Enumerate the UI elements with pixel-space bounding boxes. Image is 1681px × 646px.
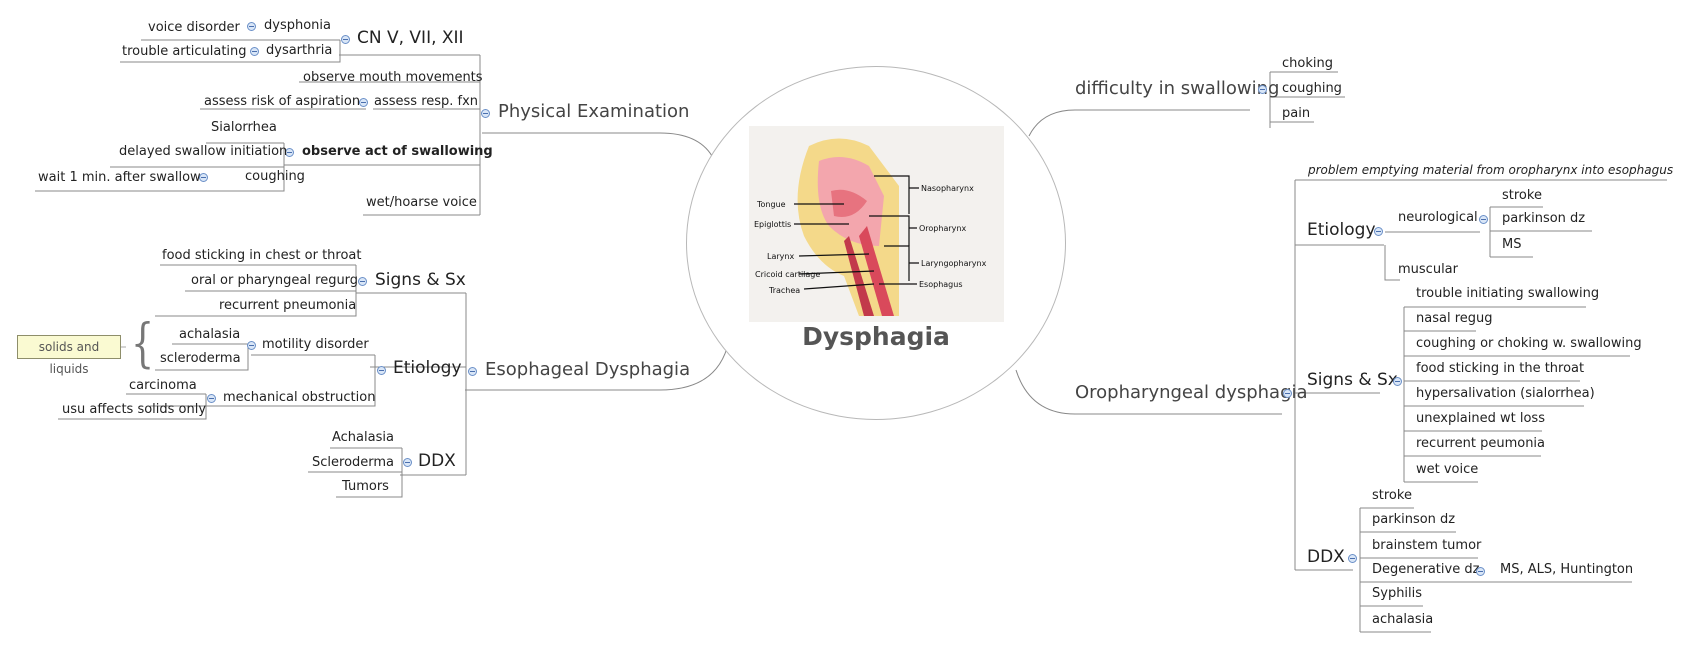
ddx-item[interactable]: parkinson dz bbox=[1372, 512, 1456, 527]
item-muscular[interactable]: muscular bbox=[1398, 262, 1458, 277]
sign-item[interactable]: trouble initiating swallowing bbox=[1416, 286, 1600, 301]
ddx-item[interactable]: Tumors bbox=[342, 479, 389, 494]
label-trachea: Trachea bbox=[768, 286, 800, 295]
item-stroke[interactable]: stroke bbox=[1502, 188, 1542, 203]
collapse-toggle-icon[interactable] bbox=[359, 98, 368, 107]
label-nasopharynx: Nasopharynx bbox=[921, 184, 974, 193]
sign-item[interactable]: unexplained wt loss bbox=[1416, 411, 1545, 426]
label-esophagus: Esophagus bbox=[919, 280, 962, 289]
label-tongue: Tongue bbox=[756, 200, 786, 209]
definition-text[interactable]: problem emptying material from oropharyn… bbox=[1308, 163, 1674, 177]
item-trouble-articulating[interactable]: trouble articulating bbox=[122, 44, 247, 59]
collapse-toggle-icon[interactable] bbox=[481, 109, 490, 118]
ddx-item[interactable]: brainstem tumor bbox=[1372, 538, 1482, 553]
item-mouth-movements[interactable]: observe mouth movements bbox=[303, 70, 483, 85]
collapse-toggle-icon[interactable] bbox=[1348, 554, 1357, 563]
subtopic-ddx[interactable]: DDX bbox=[1307, 547, 1345, 567]
collapse-toggle-icon[interactable] bbox=[247, 341, 256, 350]
collapse-toggle-icon[interactable] bbox=[468, 367, 477, 376]
item-sialorrhea[interactable]: Sialorrhea bbox=[211, 120, 277, 135]
ddx-item[interactable]: Degenerative dz bbox=[1372, 562, 1480, 577]
collapse-toggle-icon[interactable] bbox=[1283, 389, 1292, 398]
sign-item[interactable]: coughing or choking w. swallowing bbox=[1416, 336, 1642, 351]
item-coughing[interactable]: coughing bbox=[245, 169, 305, 184]
subtopic-etiology[interactable]: Etiology bbox=[1307, 220, 1376, 240]
label-epiglottis: Epiglottis bbox=[754, 220, 791, 229]
item-delayed-swallow[interactable]: delayed swallow initiation bbox=[119, 144, 288, 159]
collapse-toggle-icon[interactable] bbox=[377, 366, 386, 375]
topic-oropharyngeal-dysphagia[interactable]: Oropharyngeal dysphagia bbox=[1075, 382, 1308, 403]
item-wet-voice[interactable]: wet/hoarse voice bbox=[366, 195, 477, 210]
label-larynx: Larynx bbox=[767, 252, 794, 261]
sign-item[interactable]: nasal regug bbox=[1416, 311, 1493, 326]
item-observe-swallowing[interactable]: observe act of swallowing bbox=[302, 144, 493, 159]
sign-item[interactable]: wet voice bbox=[1416, 462, 1479, 477]
central-topic-title[interactable]: Dysphagia bbox=[802, 322, 950, 351]
collapse-toggle-icon[interactable] bbox=[1476, 567, 1485, 576]
collapse-toggle-icon[interactable] bbox=[403, 458, 412, 467]
collapse-toggle-icon[interactable] bbox=[341, 35, 350, 44]
topic-physical-examination[interactable]: Physical Examination bbox=[498, 101, 690, 122]
note-solids-liquids[interactable]: solids and liquids bbox=[17, 335, 121, 376]
label-cricoid: Cricoid cartilage bbox=[755, 270, 820, 279]
item-ms[interactable]: MS bbox=[1502, 237, 1522, 252]
sign-item[interactable]: recurrent peumonia bbox=[1416, 436, 1546, 451]
label-oropharynx: Oropharynx bbox=[919, 224, 966, 233]
collapse-toggle-icon[interactable] bbox=[247, 22, 256, 31]
subtopic-signs-sx[interactable]: Signs & Sx bbox=[375, 270, 466, 290]
sign-item[interactable]: hypersalivation (sialorrhea) bbox=[1416, 386, 1595, 401]
throat-anatomy-illustration: Tongue Epiglottis Larynx Cricoid cartila… bbox=[749, 126, 1004, 322]
collapse-toggle-icon[interactable] bbox=[250, 47, 259, 56]
item-carcinoma[interactable]: carcinoma bbox=[129, 378, 197, 393]
subtopic-etiology[interactable]: Etiology bbox=[393, 358, 462, 378]
item-coughing[interactable]: coughing bbox=[1282, 81, 1342, 96]
collapse-toggle-icon[interactable] bbox=[1374, 227, 1383, 236]
brace-icon: { bbox=[130, 314, 155, 374]
ddx-item[interactable]: Scleroderma bbox=[312, 455, 395, 470]
collapse-toggle-icon[interactable] bbox=[207, 394, 216, 403]
ddx-item[interactable]: Achalasia bbox=[332, 430, 394, 445]
item-neurological[interactable]: neurological bbox=[1398, 210, 1478, 225]
item-scleroderma[interactable]: scleroderma bbox=[160, 351, 241, 366]
ddx-item[interactable]: Syphilis bbox=[1372, 586, 1423, 601]
collapse-toggle-icon[interactable] bbox=[1258, 85, 1267, 94]
ddx-item[interactable]: stroke bbox=[1372, 488, 1412, 503]
sign-item[interactable]: food sticking in chest or throat bbox=[162, 248, 362, 263]
sign-item[interactable]: oral or pharyngeal regurg bbox=[191, 273, 359, 288]
item-pain[interactable]: pain bbox=[1282, 106, 1311, 121]
collapse-toggle-icon[interactable] bbox=[1393, 377, 1402, 386]
item-motility-disorder[interactable]: motility disorder bbox=[262, 337, 369, 352]
item-voice-disorder[interactable]: voice disorder bbox=[148, 20, 240, 35]
item-wait-after-swallow[interactable]: wait 1 min. after swallow bbox=[38, 170, 201, 185]
item-mechanical-obstruction[interactable]: mechanical obstruction bbox=[223, 390, 376, 405]
item-parkinson[interactable]: parkinson dz bbox=[1502, 211, 1586, 226]
item-choking[interactable]: choking bbox=[1282, 56, 1333, 71]
label-laryngopharynx: Laryngopharynx bbox=[921, 259, 987, 268]
subtopic-ddx[interactable]: DDX bbox=[418, 451, 456, 471]
collapse-toggle-icon[interactable] bbox=[199, 173, 208, 182]
collapse-toggle-icon[interactable] bbox=[358, 277, 367, 286]
collapse-toggle-icon[interactable] bbox=[1479, 215, 1488, 224]
topic-esophageal-dysphagia[interactable]: Esophageal Dysphagia bbox=[485, 359, 691, 380]
collapse-toggle-icon[interactable] bbox=[285, 148, 294, 157]
subtopic-cn[interactable]: CN V, VII, XII bbox=[357, 28, 464, 48]
ddx-item[interactable]: achalasia bbox=[1372, 612, 1434, 627]
item-degenerative-detail[interactable]: MS, ALS, Huntington bbox=[1500, 562, 1634, 577]
item-dysarthria[interactable]: dysarthria bbox=[266, 43, 333, 58]
item-solids-only[interactable]: usu affects solids only bbox=[62, 402, 207, 417]
subtopic-signs-sx[interactable]: Signs & Sx bbox=[1307, 370, 1398, 390]
item-assess-resp[interactable]: assess resp. fxn bbox=[374, 94, 479, 109]
sign-item[interactable]: recurrent pneumonia bbox=[219, 298, 357, 313]
item-achalasia[interactable]: achalasia bbox=[179, 327, 241, 342]
topic-difficulty-swallowing[interactable]: difficulty in swallowing bbox=[1075, 78, 1280, 99]
item-dysphonia[interactable]: dysphonia bbox=[264, 18, 331, 33]
item-assess-risk[interactable]: assess risk of aspiration bbox=[204, 94, 361, 109]
sign-item[interactable]: food sticking in the throat bbox=[1416, 361, 1585, 376]
